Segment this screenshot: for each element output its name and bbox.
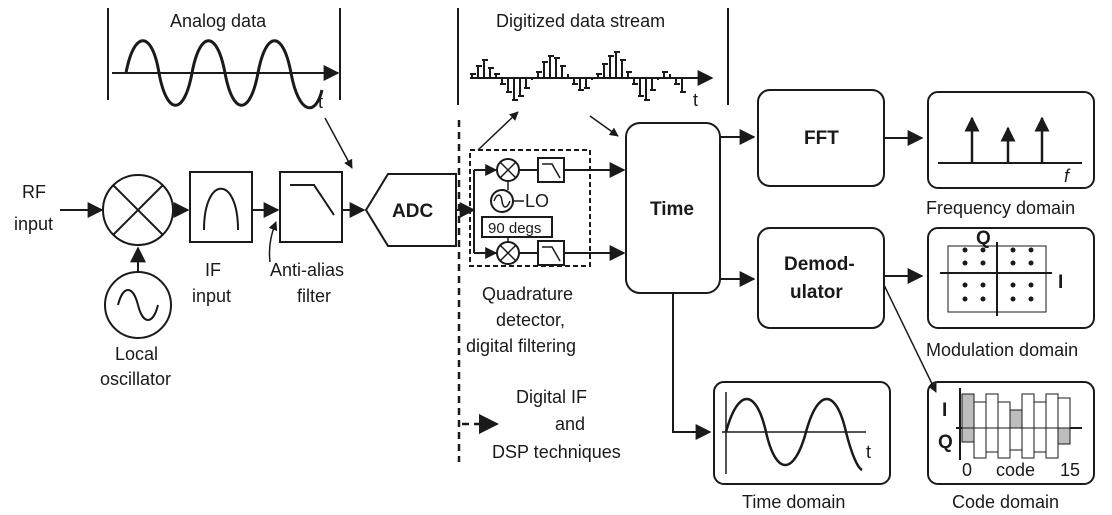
svg-text:Anti-alias: Anti-alias <box>270 260 344 280</box>
quadrature-label: Quadrature detector, digital filtering <box>466 284 576 356</box>
adc-block: ADC <box>364 173 457 247</box>
anti-alias-pointer <box>268 221 278 263</box>
if-filter-block <box>189 171 253 243</box>
svg-text:Quadrature: Quadrature <box>482 284 573 304</box>
anti-alias-filter-block <box>279 171 343 243</box>
analog-pointer <box>324 117 353 169</box>
svg-text:Q: Q <box>976 228 991 249</box>
svg-text:ADC: ADC <box>392 201 433 222</box>
svg-text:code: code <box>996 460 1035 480</box>
svg-text:0: 0 <box>962 460 972 480</box>
modulation-domain-display <box>927 227 1095 329</box>
code-domain-display <box>927 381 1095 485</box>
quadrature-detector-box <box>469 149 591 267</box>
time-to-timedomain-arrow <box>672 293 712 440</box>
svg-text:t: t <box>866 442 871 462</box>
svg-text:input: input <box>14 214 53 234</box>
svg-text:Q: Q <box>938 432 953 453</box>
frequency-domain-display <box>927 91 1095 189</box>
fft-label: FFT <box>804 128 839 149</box>
digitized-stream-title: Digitized data stream <box>496 11 665 31</box>
svg-text:t: t <box>318 92 323 112</box>
rf-input-label: RF input <box>14 182 53 234</box>
mixer-i-icon <box>496 158 520 182</box>
time-domain-waveform: t <box>722 392 871 474</box>
svg-text:RF: RF <box>22 182 46 202</box>
mixer-q-icon <box>496 241 520 265</box>
frequency-domain-label: Frequency domain <box>926 198 1075 218</box>
svg-text:90 degs: 90 degs <box>488 220 541 237</box>
lowpass-filter-i-icon <box>537 157 565 183</box>
mixer-icon <box>102 174 174 246</box>
svg-text:Local: Local <box>115 344 158 364</box>
frequency-spectrum: f <box>938 116 1082 186</box>
svg-text:f: f <box>1064 166 1071 186</box>
digitized-pointer-left <box>477 111 519 151</box>
svg-text:DSP techniques: DSP techniques <box>492 442 621 462</box>
lo-label: LO <box>525 191 549 211</box>
constellation-plot: Q I <box>940 228 1063 316</box>
svg-text:Demod-: Demod- <box>784 254 855 275</box>
if-input-label: IF input <box>192 260 231 306</box>
anti-alias-label: Anti-alias filter <box>270 260 344 306</box>
svg-text:digital filtering: digital filtering <box>466 336 576 356</box>
time-label: Time <box>650 199 694 220</box>
time-domain-label: Time domain <box>742 492 845 512</box>
demodulator-block <box>757 227 885 329</box>
svg-text:input: input <box>192 286 231 306</box>
digital-if-label: Digital IF and DSP techniques <box>492 387 621 462</box>
digitized-pointer-right <box>589 115 619 137</box>
svg-text:IF: IF <box>205 260 221 280</box>
lowpass-filter-q-icon <box>537 240 565 266</box>
digitized-stream-inset: t <box>457 8 729 110</box>
svg-text:I: I <box>1058 272 1063 293</box>
demodulator-label: Demod- ulator <box>784 254 855 303</box>
analog-data-title: Analog data <box>170 11 267 31</box>
svg-text:I: I <box>942 400 947 421</box>
code-domain-label: Code domain <box>952 492 1059 512</box>
demod-to-code-arrow <box>883 284 937 393</box>
svg-text:and: and <box>555 414 585 434</box>
quadrature-oscillator-icon <box>490 189 514 213</box>
modulation-domain-label: Modulation domain <box>926 340 1078 360</box>
analog-data-inset: t <box>107 8 341 112</box>
svg-text:t: t <box>693 90 698 110</box>
time-domain-display <box>713 381 891 485</box>
svg-text:oscillator: oscillator <box>100 369 171 389</box>
svg-text:detector,: detector, <box>496 310 565 330</box>
svg-text:ulator: ulator <box>790 282 843 303</box>
svg-text:Digital IF: Digital IF <box>516 387 587 407</box>
local-oscillator-label: Local oscillator <box>100 344 171 389</box>
svg-text:15: 15 <box>1060 460 1080 480</box>
svg-text:filter: filter <box>297 286 331 306</box>
code-domain-bars: I Q 0 code 15 <box>938 388 1082 480</box>
local-oscillator-icon <box>104 271 172 339</box>
phase-shift-box: 90 degs <box>481 216 553 238</box>
